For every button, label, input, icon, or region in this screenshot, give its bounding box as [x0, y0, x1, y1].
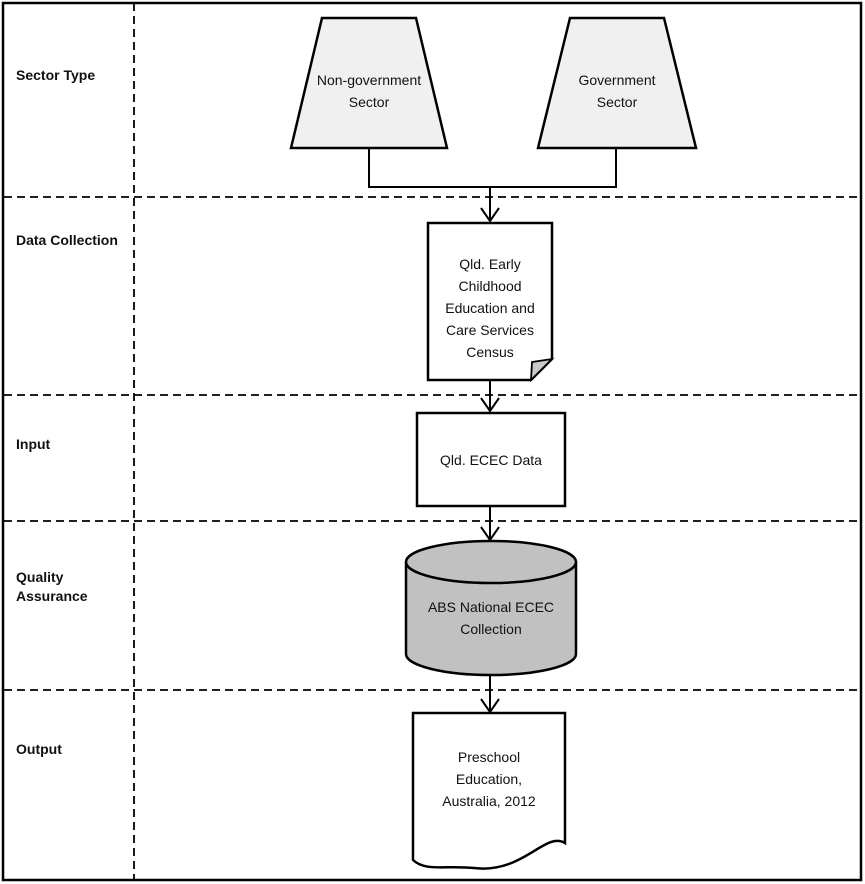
label-line: Collection	[460, 621, 522, 637]
qa-database-shape	[404, 562, 578, 677]
lane-label-data-collection: Data Collection	[16, 232, 118, 248]
lane-label-input: Input	[16, 436, 51, 452]
label-line: Qld. ECEC Data	[440, 451, 542, 468]
non-government-sector-label: Non-government Sector	[291, 18, 447, 148]
census-document-label: Qld. Early Childhood Education and Care …	[428, 223, 552, 380]
label-line: Non-government	[316, 72, 422, 88]
sector-join-connector	[368, 148, 617, 188]
government-sector-shape	[536, 16, 698, 150]
qa-database-label: ABS National ECEC Collection	[406, 541, 576, 675]
non-government-sector-shape	[289, 16, 449, 150]
government-sector-label: Government Sector	[538, 18, 696, 148]
label-line: Qld. Early	[459, 256, 521, 272]
label-line: Education and	[445, 300, 535, 316]
arrowhead-down-icon	[480, 207, 500, 223]
label-line: Sector	[348, 94, 390, 110]
folded-corner-icon	[529, 357, 555, 383]
label-line: Government	[578, 72, 656, 88]
lane-label-output: Output	[16, 741, 62, 757]
label-line: Education,	[455, 771, 523, 787]
qa-database-top	[404, 539, 578, 585]
lane-label-sector-type: Sector Type	[16, 67, 96, 83]
label-line: Care Services	[446, 322, 534, 338]
lane-label-quality-assurance: Quality Assurance	[16, 569, 88, 604]
label-line: ABS National ECEC	[427, 599, 555, 615]
output-document-shape	[411, 711, 567, 870]
arrowhead-down-icon	[480, 397, 500, 413]
output-document-label: Preschool Education, Australia, 2012	[413, 713, 565, 845]
label-line: Australia, 2012	[442, 793, 536, 809]
label-line: Childhood	[458, 278, 522, 294]
label-line: Sector	[596, 94, 638, 110]
input-data-label: Qld. ECEC Data	[417, 413, 565, 506]
label-line: Census	[466, 344, 514, 360]
label-line: Preschool	[457, 749, 521, 765]
